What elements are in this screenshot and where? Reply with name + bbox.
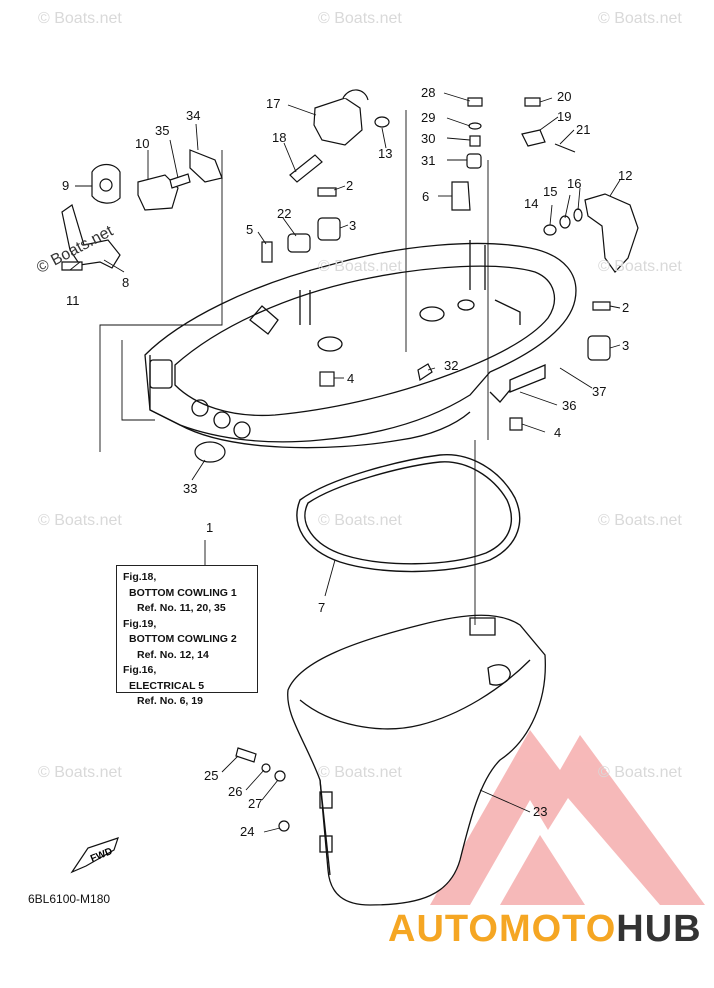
callout-23: 23 <box>533 804 547 819</box>
callout-35: 35 <box>155 123 169 138</box>
callout-21: 21 <box>576 122 590 137</box>
callout-36: 36 <box>562 398 576 413</box>
ref-line: ELECTRICAL 5 <box>129 679 205 692</box>
fwd-arrow-icon: FWD <box>70 837 119 874</box>
callout-9: 9 <box>62 178 69 193</box>
automotohub-logo-mark <box>430 730 705 905</box>
callout-5: 5 <box>246 222 253 237</box>
watermark: © Boats.net <box>598 764 682 781</box>
callout-12: 12 <box>618 168 632 183</box>
callout-4b: 4 <box>554 425 561 440</box>
callout-7: 7 <box>318 600 325 615</box>
callout-2a: 2 <box>346 178 353 193</box>
callout-6: 6 <box>422 189 429 204</box>
callout-27: 27 <box>248 796 262 811</box>
callout-32: 32 <box>444 358 458 373</box>
watermark: © Boats.net <box>38 764 122 781</box>
callout-1: 1 <box>206 520 213 535</box>
callout-3b: 3 <box>622 338 629 353</box>
callout-4a: 4 <box>347 371 354 386</box>
brand-part1: AUTOMOTO <box>388 908 617 950</box>
callout-37: 37 <box>592 384 606 399</box>
watermark: © Boats.net <box>598 258 682 275</box>
callout-16: 16 <box>567 176 581 191</box>
callout-numbers: 1 2 2 3 3 4 4 5 6 7 8 9 10 11 12 13 14 1… <box>62 85 632 839</box>
callout-14: 14 <box>524 196 538 211</box>
callout-29: 29 <box>421 110 435 125</box>
callout-33: 33 <box>183 481 197 496</box>
ref-line: Ref. No. 6, 19 <box>137 695 203 707</box>
ref-line: Ref. No. 12, 14 <box>137 648 209 661</box>
part-code: 6BL6100-M180 <box>28 892 111 906</box>
ref-line: BOTTOM COWLING 2 <box>129 633 237 645</box>
ref-line: BOTTOM COWLING 1 <box>129 586 237 599</box>
brand-part2: HUB <box>616 908 702 950</box>
ref-line: Fig.19, <box>123 617 157 630</box>
callout-8: 8 <box>122 275 129 290</box>
leader-lines <box>69 92 621 833</box>
watermark: © Boats.net <box>318 512 402 529</box>
callout-25: 25 <box>204 768 218 783</box>
lower-cowling <box>287 614 546 906</box>
ref-line: Fig.16, <box>123 664 157 676</box>
ref-line: Ref. No. 11, 20, 35 <box>137 602 226 614</box>
small-parts <box>61 89 639 832</box>
callout-15: 15 <box>543 184 557 199</box>
callout-11: 11 <box>66 293 80 308</box>
callout-2b: 2 <box>622 300 629 315</box>
watermark: © Boats.net <box>318 258 402 275</box>
callout-20: 20 <box>557 89 571 104</box>
watermark: © Boats.net <box>38 512 122 529</box>
callout-17: 17 <box>266 96 280 111</box>
callout-10: 10 <box>135 136 149 151</box>
callout-19: 19 <box>557 109 571 124</box>
reference-box: Fig.18, BOTTOM COWLING 1 Ref. No. 11, 20… <box>116 565 258 707</box>
watermark: © Boats.net <box>318 764 402 781</box>
callout-22: 22 <box>277 206 291 221</box>
watermark: © Boats.net <box>318 10 402 27</box>
automotohub-logo: AUTOMOTOHUB <box>388 908 702 951</box>
callout-30: 30 <box>421 131 435 146</box>
seal-ring <box>296 454 521 573</box>
ref-line: Fig.18, <box>123 571 157 583</box>
callout-34: 34 <box>186 108 200 123</box>
callout-3a: 3 <box>349 218 356 233</box>
callout-28: 28 <box>421 85 435 100</box>
bottom-cowling-tray <box>144 240 577 449</box>
callout-24: 24 <box>240 824 254 839</box>
watermark: © Boats.net <box>38 10 122 27</box>
callout-26: 26 <box>228 784 242 799</box>
callout-18: 18 <box>272 130 286 145</box>
watermark: © Boats.net <box>598 10 682 27</box>
callout-13: 13 <box>378 146 392 161</box>
callout-31: 31 <box>421 153 435 168</box>
watermark: © Boats.net <box>598 512 682 529</box>
